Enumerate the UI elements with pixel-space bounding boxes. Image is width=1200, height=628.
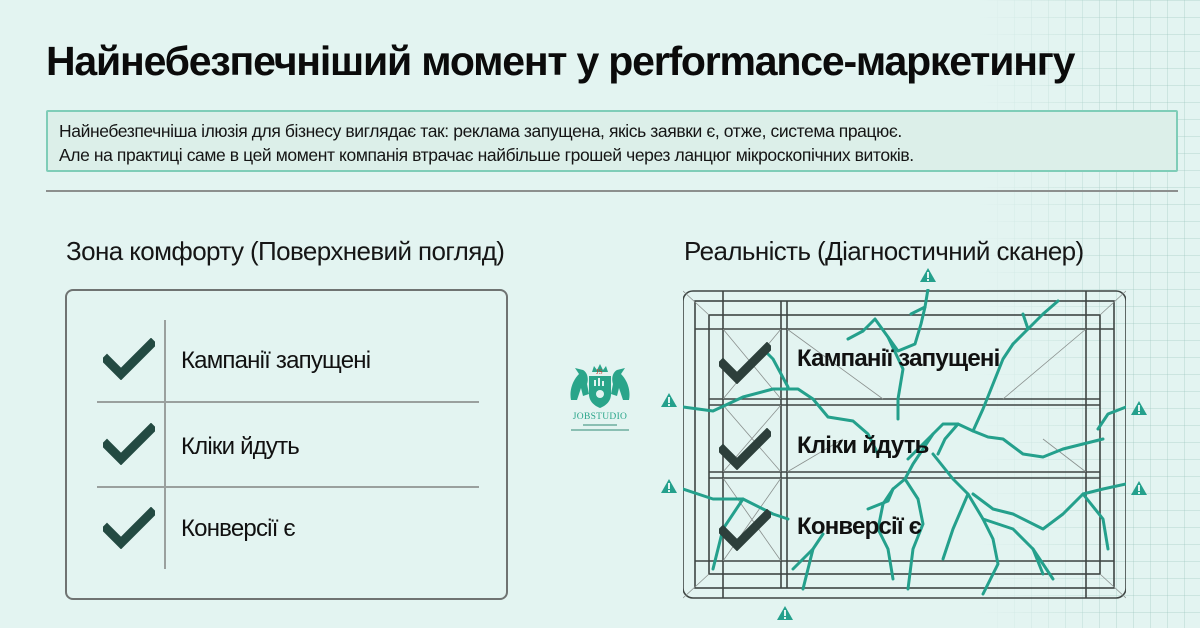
comfort-item-label: Кампанії запущені <box>181 347 371 374</box>
check-icon <box>103 507 155 549</box>
check-icon <box>103 338 155 380</box>
check-icon <box>103 423 155 465</box>
page-title: Найнебезпечніший момент у performance-ма… <box>46 38 1075 84</box>
intro-callout: Найнебезпечніша ілюзія для бізнесу вигля… <box>46 110 1178 172</box>
crest-icon: JS <box>570 364 630 408</box>
comfort-item-label: Кліки йдуть <box>181 433 300 460</box>
logo-tagline <box>571 424 629 431</box>
comfort-zone-panel: Кампанії запущені Кліки йдуть Конверсії … <box>65 289 508 600</box>
column-divider <box>164 320 166 569</box>
jobstudio-logo: JS JOBSTUDIO <box>563 360 637 434</box>
background-grid <box>980 0 1200 628</box>
reality-item-label: Кліки йдуть <box>797 432 929 459</box>
row-divider <box>97 486 479 488</box>
check-icon <box>719 428 771 470</box>
reality-item-label: Кампанії запущені <box>797 345 1000 372</box>
warning-triangle-icon <box>1131 401 1147 415</box>
warning-triangle-icon <box>920 268 936 282</box>
warning-triangle-icon <box>661 393 677 407</box>
section-divider <box>46 190 1178 192</box>
reality-title: Реальність (Діагностичний сканер) <box>684 236 1084 266</box>
warning-triangle-icon <box>1131 481 1147 495</box>
row-divider <box>97 401 479 403</box>
warning-triangle-icon <box>661 479 677 493</box>
intro-line-2: Але на практиці саме в цей момент компан… <box>59 145 914 165</box>
comfort-item-label: Конверсії є <box>181 515 296 542</box>
check-icon <box>719 342 771 384</box>
reality-item-label: Конверсії є <box>797 513 922 540</box>
check-icon <box>719 509 771 551</box>
intro-line-1: Найнебезпечніша ілюзія для бізнесу вигля… <box>59 121 902 141</box>
diagnostic-scanner-panel: Кампанії запущені Кліки йдуть Конверсії … <box>683 289 1126 600</box>
svg-text:JS: JS <box>596 368 603 376</box>
logo-wordmark: JOBSTUDIO <box>572 412 628 422</box>
comfort-zone-title: Зона комфорту (Поверхневий погляд) <box>66 236 505 266</box>
warning-triangle-icon <box>777 606 793 620</box>
